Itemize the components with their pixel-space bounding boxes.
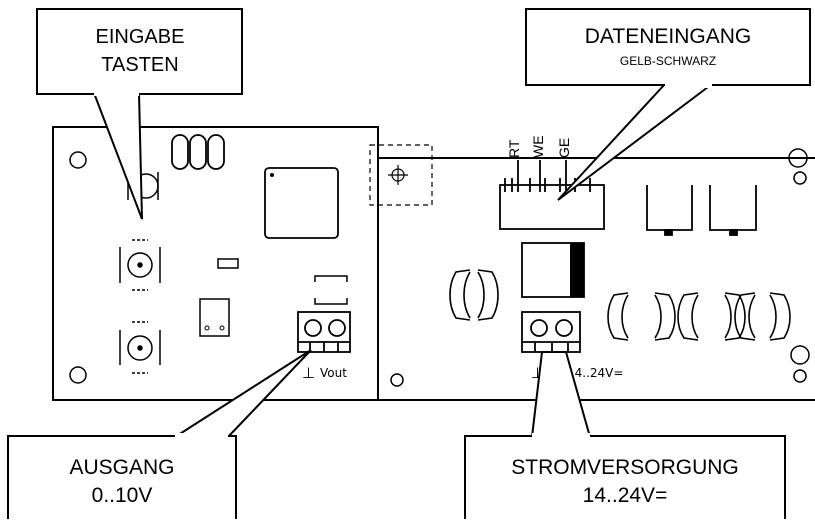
capacitor-left: [449, 269, 499, 321]
callout-eingabe: [36, 8, 243, 220]
callout-stromversorgung-line2: 14..24V=: [583, 484, 668, 507]
output-ground-symbol: ⊥: [302, 365, 315, 382]
wire-label-rt: RT: [506, 139, 522, 158]
wire-label-ge: GE: [556, 138, 572, 158]
potentiometer: [369, 144, 433, 206]
power-terminal-block: [521, 311, 581, 353]
callout-ausgang-line1: AUSGANG: [69, 456, 174, 479]
output-terminal-block: [297, 311, 351, 353]
callout-eingabe-line1: EINGABE: [96, 26, 185, 48]
mounting-hole: [788, 148, 808, 168]
mounting-hole: [390, 373, 404, 387]
push-button-middle: [119, 239, 161, 291]
output-terminal-label: Vout: [320, 366, 347, 380]
data-input-connector: [499, 160, 605, 230]
callout-dateneingang: [525, 8, 811, 201]
bracket-component: [314, 275, 348, 305]
callout-dateneingang-subtitle: GELB-SCHWARZ: [620, 54, 716, 68]
microcontroller-chip: [264, 167, 339, 239]
callout-dateneingang-title: DATENEINGANG: [585, 25, 751, 48]
callout-ausgang: [7, 349, 312, 524]
mounting-hole: [69, 366, 87, 384]
voltage-regulator: [521, 242, 585, 298]
callout-ausgang-line2: 0..10V: [92, 484, 153, 507]
callout-eingabe-line2: TASTEN: [101, 54, 178, 76]
relays: [646, 185, 757, 236]
callout-stromversorgung-line1: STROMVERSORGUNG: [511, 456, 739, 479]
wire-label-we: WE: [530, 135, 546, 158]
square-component: [199, 298, 230, 337]
push-button-bottom: [119, 321, 161, 374]
oval-components: [171, 134, 225, 170]
capacitor-row: [607, 292, 791, 341]
mounting-hole: [790, 345, 810, 365]
callout-stromversorgung: [464, 351, 786, 524]
mounting-hole: [69, 151, 87, 169]
right-board: [377, 157, 815, 401]
small-component: [217, 258, 239, 269]
left-board: [52, 126, 379, 401]
power-terminal-label: 14..24V=: [567, 366, 623, 380]
